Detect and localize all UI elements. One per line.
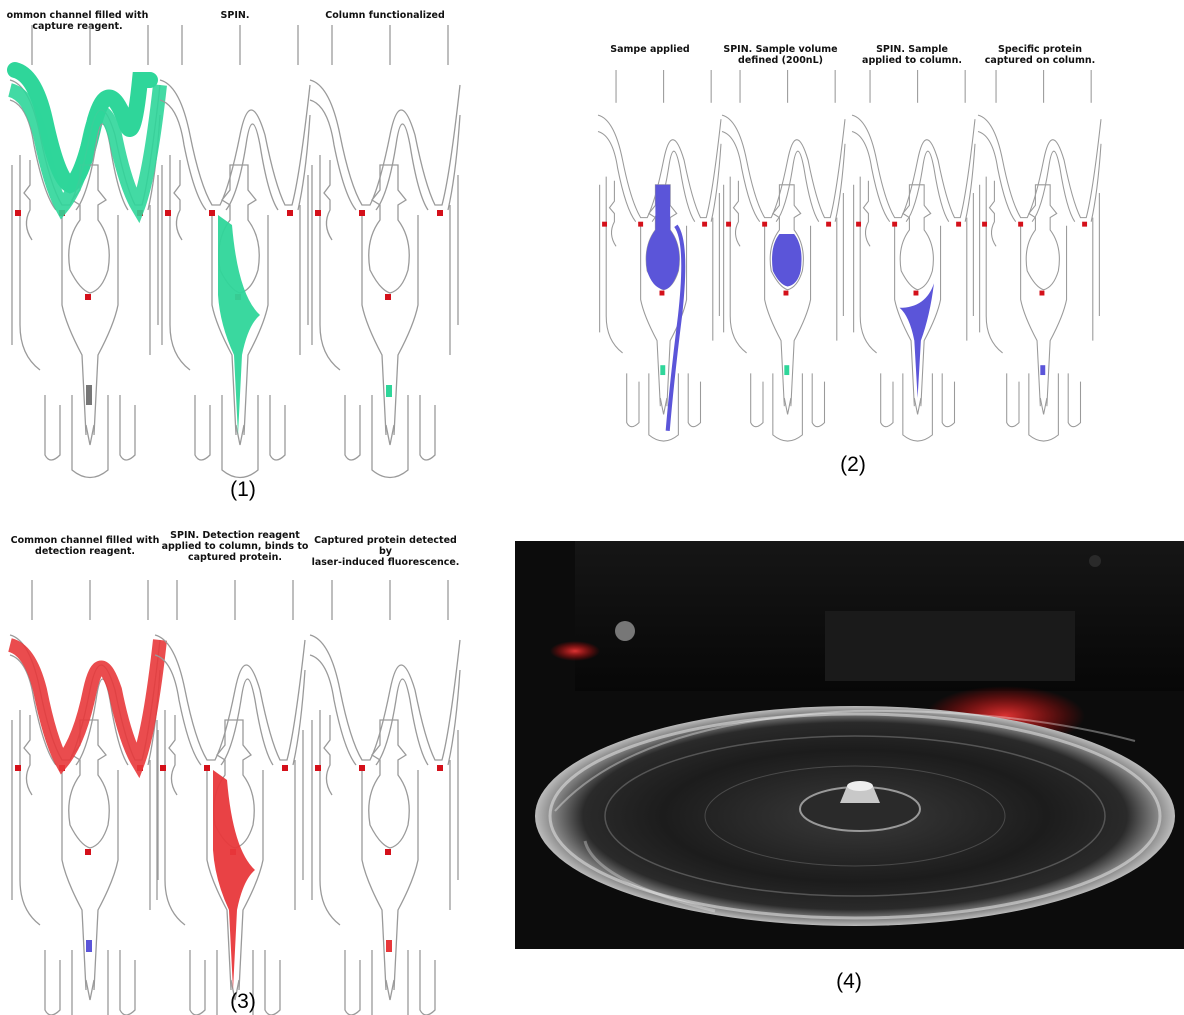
panel-3-caption-1: Common channel filled with detection rea… bbox=[10, 535, 160, 557]
panel-3-label: (3) bbox=[230, 990, 256, 1013]
p2-unit-3 bbox=[851, 70, 976, 442]
panel-2-label: (2) bbox=[840, 453, 866, 476]
p1-unit-2 bbox=[159, 25, 311, 479]
panel-4-label: (4) bbox=[836, 970, 862, 993]
panel-3-caption-2: SPIN. Detection reagent applied to colum… bbox=[161, 530, 309, 563]
p3-unit-2 bbox=[154, 580, 306, 1015]
p1-unit-1 bbox=[7, 25, 167, 479]
p2-unit-1 bbox=[597, 70, 722, 442]
spinning-cd-disc-photo bbox=[515, 541, 1184, 949]
panel-2-caption-2: SPIN. Sample volume defined (200nL) bbox=[723, 44, 838, 66]
panel-1-label: (1) bbox=[230, 478, 256, 501]
disc-photo-illustration bbox=[515, 541, 1184, 949]
panel-3-caption-3: Captured protein detected by laser-induc… bbox=[311, 535, 460, 568]
p2-unit-4 bbox=[977, 70, 1102, 442]
p2-unit-2 bbox=[721, 70, 846, 442]
p3-unit-3 bbox=[309, 580, 461, 1015]
panel-2-caption-1: Sampe applied bbox=[610, 44, 690, 55]
p1-unit-3 bbox=[309, 25, 461, 479]
panel-1-caption-2: SPIN. bbox=[220, 10, 250, 21]
p3-unit-1 bbox=[7, 580, 167, 1015]
spindle bbox=[840, 786, 880, 803]
panel-1-caption-3: Column functionalized bbox=[325, 10, 445, 21]
panel-2-caption-3: SPIN. Sample applied to column. bbox=[862, 44, 962, 66]
panel-1-caption-1: ommon channel filled with capture reagen… bbox=[6, 10, 149, 32]
panel-2-caption-4: Specific protein captured on column. bbox=[984, 44, 1096, 66]
